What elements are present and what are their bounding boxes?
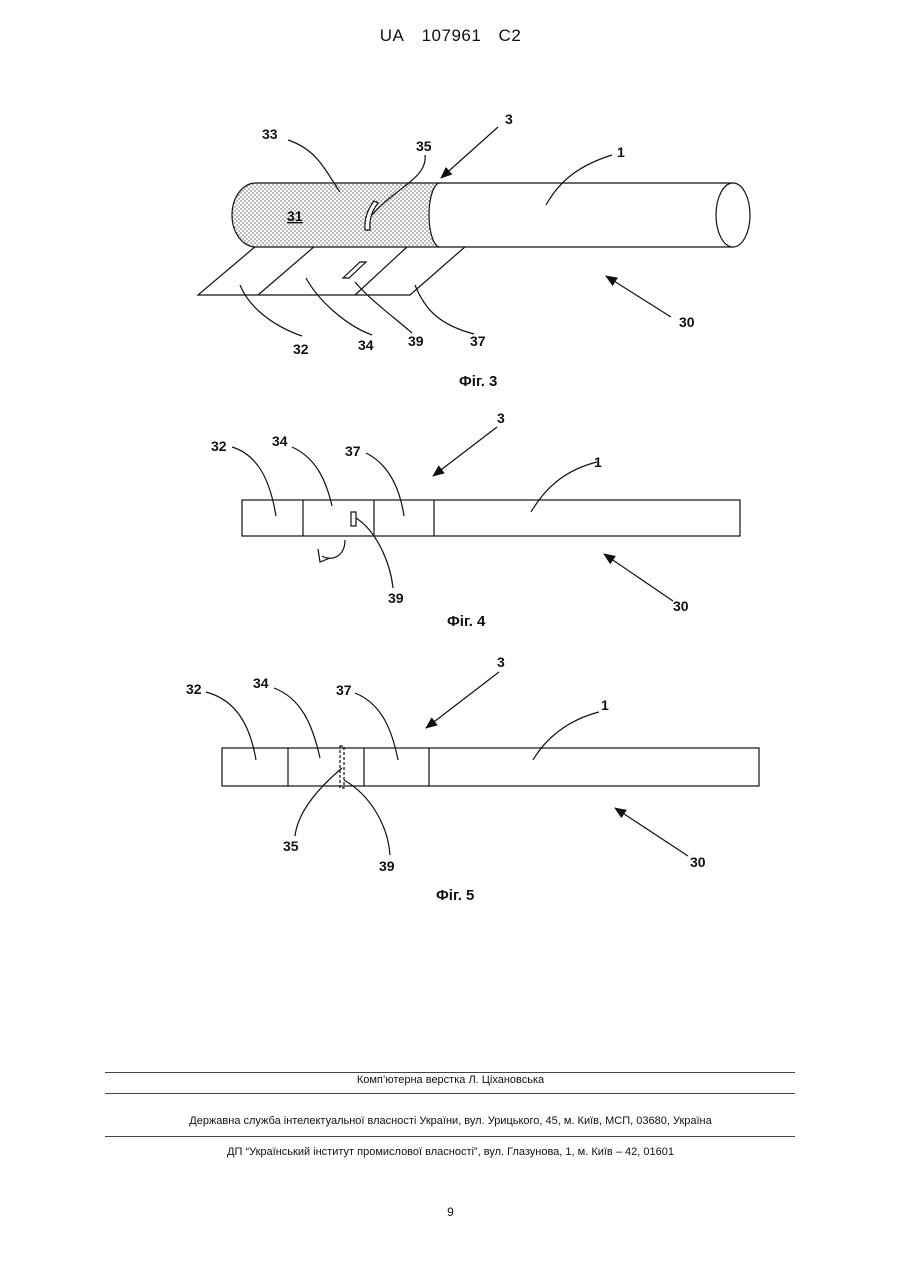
strip-fig5 <box>222 748 759 786</box>
label-39: 39 <box>379 858 395 874</box>
rod-end <box>716 183 750 247</box>
figure-5 <box>206 672 759 856</box>
label-34: 34 <box>272 433 288 449</box>
page-number: 9 <box>0 1205 901 1219</box>
label-37: 37 <box>470 333 486 349</box>
label-3: 3 <box>497 654 505 670</box>
label-3: 3 <box>497 410 505 426</box>
label-1: 1 <box>594 454 602 470</box>
label-39: 39 <box>408 333 424 349</box>
label-32: 32 <box>293 341 309 357</box>
footer-rule-top <box>105 1072 795 1073</box>
label-30: 30 <box>679 314 695 330</box>
label-1: 1 <box>617 144 625 160</box>
rod-body <box>429 183 733 247</box>
label-39: 39 <box>388 590 404 606</box>
label-34: 34 <box>358 337 374 353</box>
figure-3 <box>198 127 750 336</box>
caption-fig-3: Фіг. 3 <box>459 373 497 390</box>
label-35: 35 <box>416 138 432 154</box>
filter-segment <box>232 183 440 247</box>
footer-rule-bottom <box>105 1136 795 1137</box>
caption-fig-5: Фіг. 5 <box>436 887 474 904</box>
label-30: 30 <box>690 854 706 870</box>
label-37: 37 <box>336 682 352 698</box>
label-34: 34 <box>253 675 269 691</box>
label-32: 32 <box>186 681 202 697</box>
label-31: 31 <box>287 208 303 224</box>
label-32: 32 <box>211 438 227 454</box>
figure-4 <box>232 427 740 601</box>
wrapper-sheet <box>198 246 466 295</box>
label-30: 30 <box>673 598 689 614</box>
footer-office: Державна служба інтелектуальної власност… <box>0 1115 901 1127</box>
label-33: 33 <box>262 126 278 142</box>
strip-fig4 <box>242 500 740 536</box>
label-3: 3 <box>505 111 513 127</box>
label-37: 37 <box>345 443 361 459</box>
footer-institute: ДП “Український інститут промислової вла… <box>0 1146 901 1158</box>
caption-fig-4: Фіг. 4 <box>447 613 486 630</box>
footer-rule-middle <box>105 1093 795 1094</box>
label-1: 1 <box>601 697 609 713</box>
label-35: 35 <box>283 838 299 854</box>
footer-typesetting: Комп’ютерна верстка Л. Ціхановська <box>0 1074 901 1086</box>
